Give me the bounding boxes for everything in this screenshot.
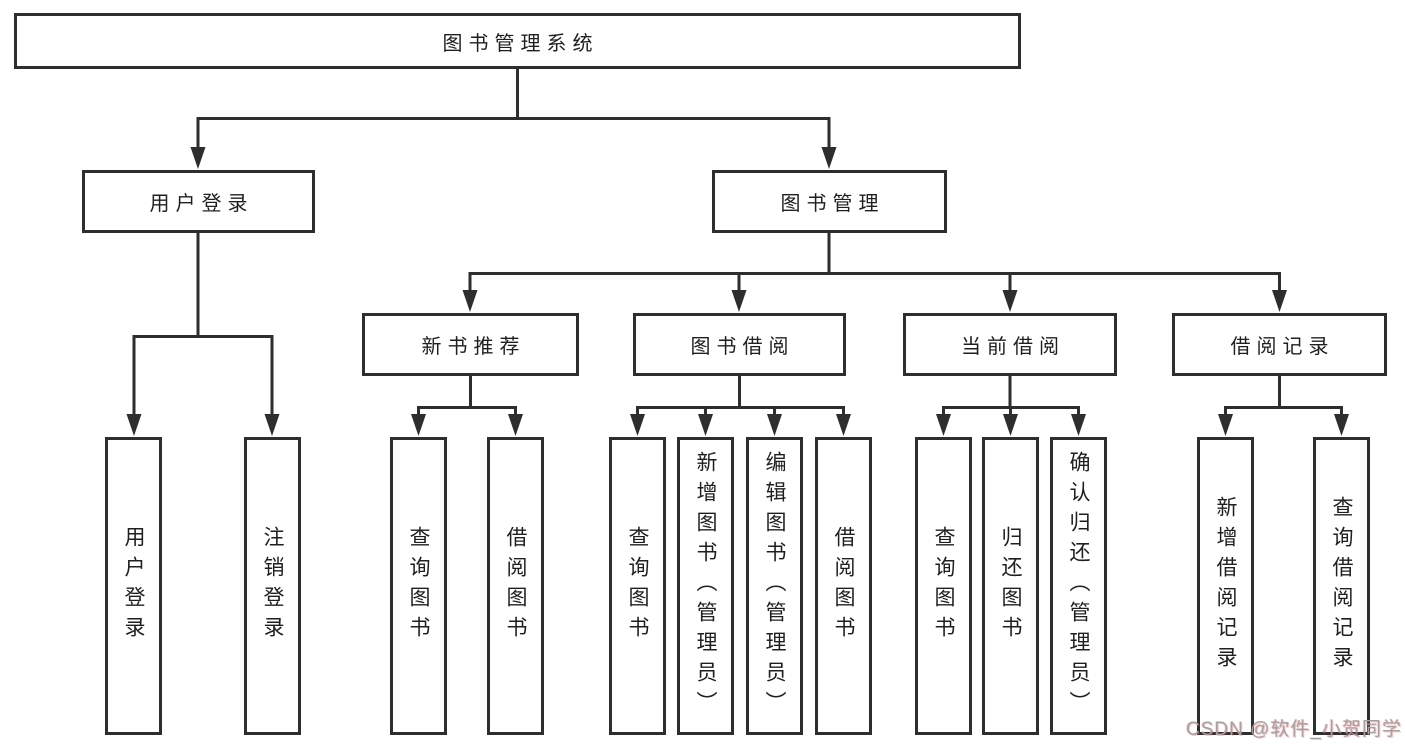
arrowhead bbox=[936, 414, 951, 436]
leaf-query-books-1: 查询图书 bbox=[390, 437, 447, 735]
connector-new-books-to-leaves bbox=[411, 376, 523, 436]
arrowhead bbox=[698, 414, 713, 436]
leaf-user-login: 用户登录 bbox=[105, 437, 162, 735]
connector-root-to-level2 bbox=[190, 68, 837, 169]
arrowhead bbox=[126, 414, 142, 436]
connector-user-login-to-leaves bbox=[126, 233, 280, 436]
leaf-logout: 注销登录 bbox=[244, 437, 301, 735]
node-user-login: 用户登录 bbox=[82, 170, 315, 233]
leaf-return-books: 归还图书 bbox=[982, 437, 1039, 735]
leaf-add-books-admin: 新增图书（管理员） bbox=[677, 437, 734, 735]
connector-current-borrow-to-leaves bbox=[936, 376, 1086, 436]
node-root: 图书管理系统 bbox=[14, 13, 1021, 69]
connector-book-mgmt-to-level3 bbox=[462, 233, 1287, 312]
arrowhead bbox=[630, 414, 645, 436]
leaf-borrow-books-2: 借阅图书 bbox=[815, 437, 872, 735]
arrowhead bbox=[411, 414, 426, 436]
connector-borrow-records-to-leaves bbox=[1218, 376, 1349, 436]
arrowhead bbox=[836, 414, 851, 436]
leaf-query-books-3: 查询图书 bbox=[915, 437, 972, 735]
leaf-edit-books-admin: 编辑图书（管理员） bbox=[746, 437, 803, 735]
arrowhead bbox=[1218, 414, 1233, 436]
arrowhead bbox=[1003, 414, 1018, 436]
leaf-confirm-return-admin: 确认归还（管理员） bbox=[1050, 437, 1107, 735]
arrowhead bbox=[731, 290, 747, 312]
csdn-watermark: CSDN @软件_小贺同学 bbox=[1186, 719, 1402, 740]
leaf-query-borrow-record: 查询借阅记录 bbox=[1313, 437, 1370, 735]
arrowhead bbox=[1334, 414, 1349, 436]
arrowhead bbox=[767, 414, 782, 436]
node-book-mgmt: 图书管理 bbox=[712, 170, 947, 233]
node-current-borrow: 当前借阅 bbox=[903, 313, 1117, 376]
arrowhead bbox=[264, 414, 280, 436]
node-new-books: 新书推荐 bbox=[362, 313, 579, 376]
arrowhead bbox=[462, 290, 478, 312]
arrowhead bbox=[508, 414, 523, 436]
leaf-add-borrow-record: 新增借阅记录 bbox=[1197, 437, 1254, 735]
arrowhead bbox=[1002, 290, 1018, 312]
arrowhead bbox=[190, 147, 206, 169]
node-book-borrow: 图书借阅 bbox=[633, 313, 846, 376]
node-borrow-records: 借阅记录 bbox=[1172, 313, 1387, 376]
leaf-query-books-2: 查询图书 bbox=[609, 437, 666, 735]
connector-book-borrow-to-leaves bbox=[630, 376, 851, 436]
arrowhead bbox=[1272, 290, 1287, 312]
arrowhead bbox=[1071, 414, 1086, 436]
leaf-borrow-books-1: 借阅图书 bbox=[487, 437, 544, 735]
arrowhead bbox=[821, 147, 837, 169]
